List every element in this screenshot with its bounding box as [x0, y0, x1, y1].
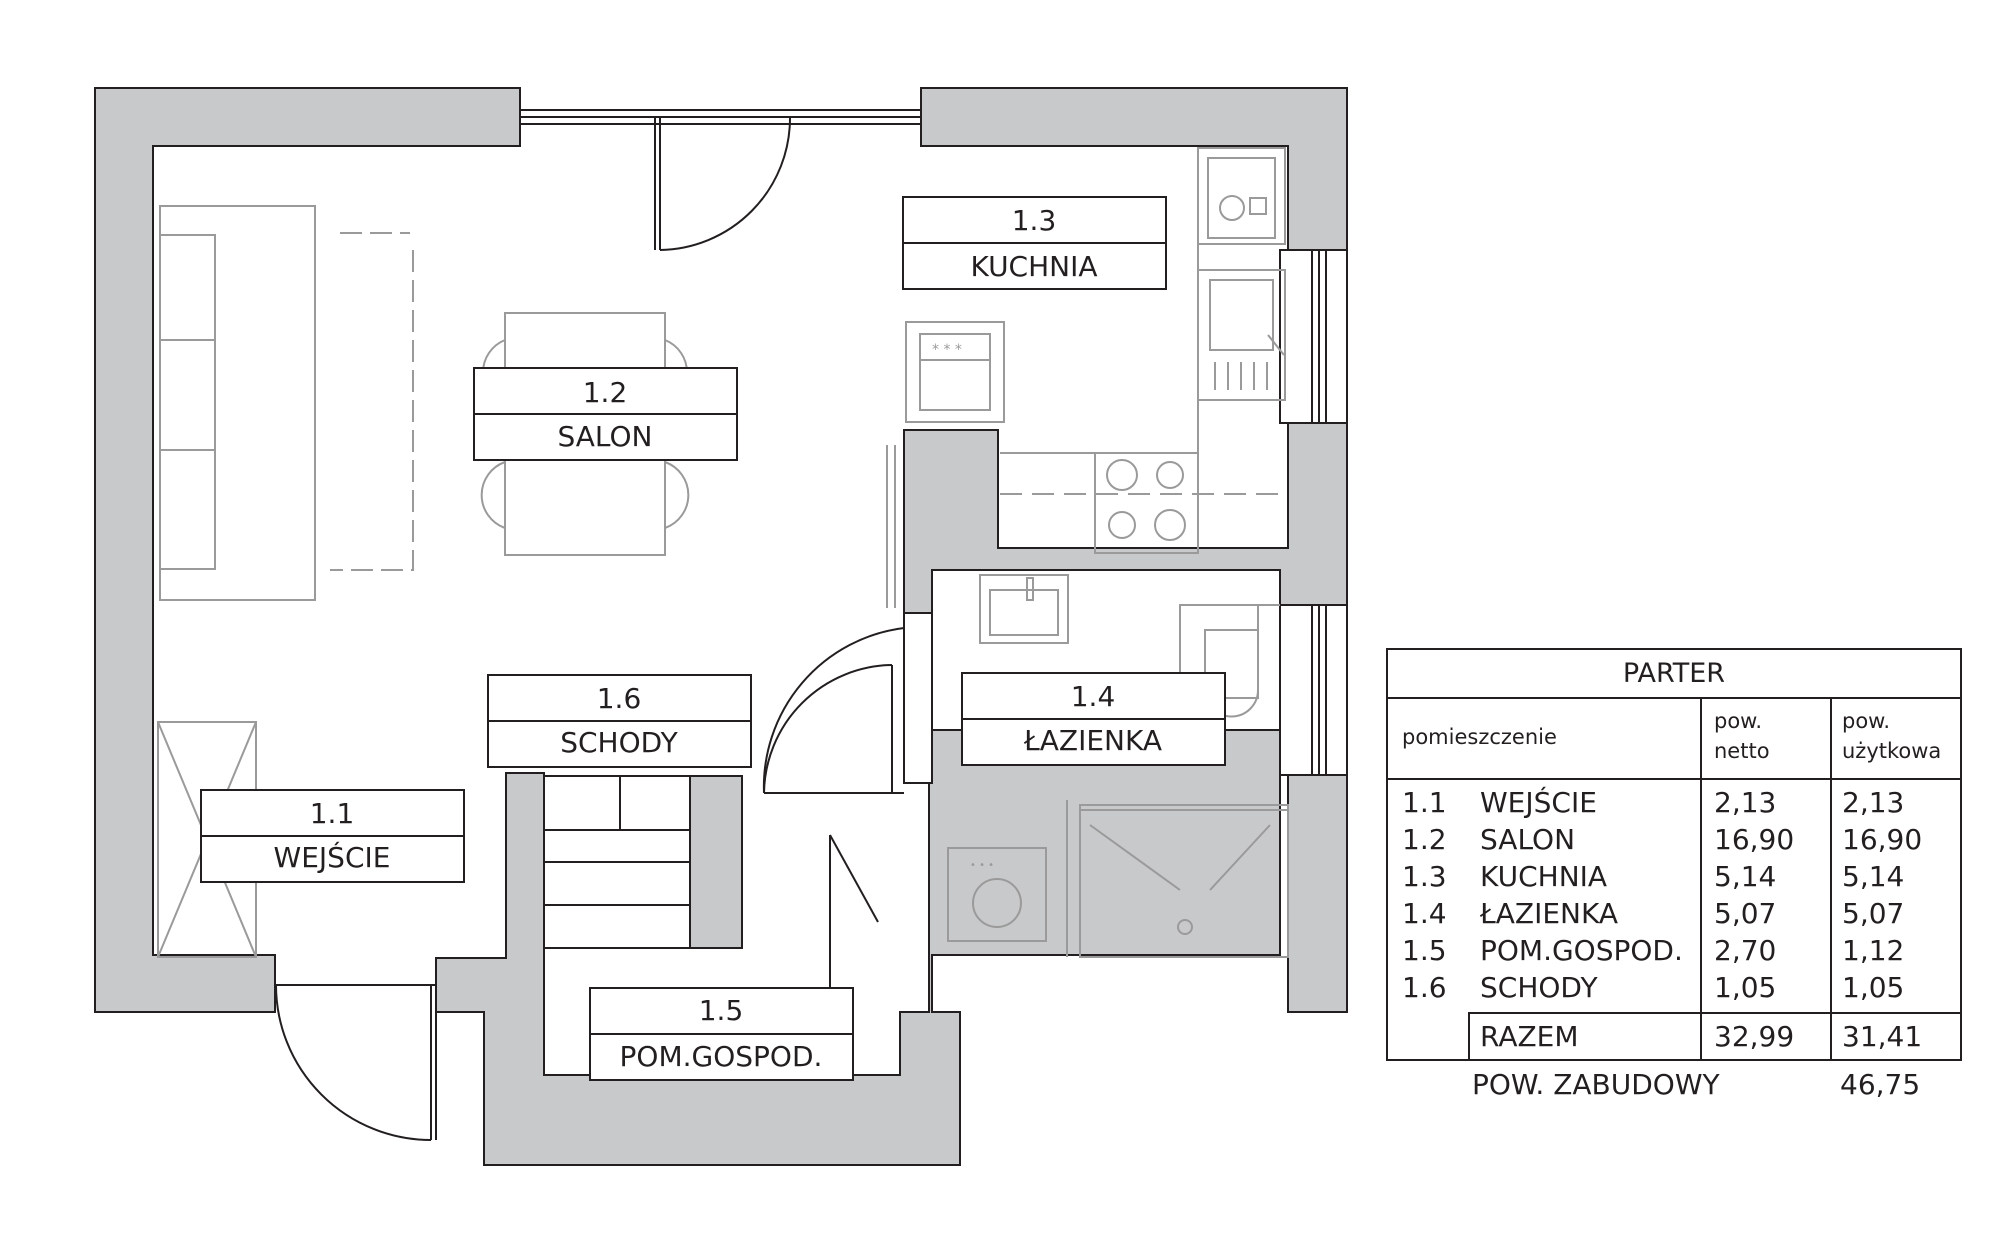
- room-number: 1.6: [597, 682, 642, 715]
- col-divider: [1468, 1012, 1470, 1061]
- stairs: [543, 775, 691, 949]
- doors: [275, 117, 905, 1141]
- area-table: PARTER pomieszczenie pow. netto pow. uży…: [1386, 648, 1962, 1061]
- built-area-label: POW. ZABUDOWY: [1472, 1068, 1720, 1101]
- room-label-1-5: 1.5 POM.GOSPOD.: [589, 987, 854, 1081]
- sofa: [159, 205, 316, 601]
- walls: [94, 87, 1348, 1166]
- room-name: POM.GOSPOD.: [620, 1040, 823, 1073]
- col-header-uzytkowa: pow. użytkowa: [1842, 709, 1942, 763]
- fridge: [905, 321, 1005, 423]
- sum-divider: [1468, 1012, 1962, 1014]
- room-number: 1.5: [699, 994, 744, 1027]
- room-name: SALON: [557, 420, 652, 453]
- svg-text:* * *: * * *: [932, 342, 962, 358]
- built-area-value: 46,75: [1840, 1068, 1921, 1101]
- col-divider: [1830, 697, 1832, 1061]
- room-name: WEJŚCIE: [274, 840, 391, 874]
- col-header-room: pomieszczenie: [1402, 725, 1557, 749]
- windows: [519, 109, 1327, 776]
- table-title: PARTER: [1388, 650, 1960, 699]
- svg-text:• • •: • • •: [970, 860, 994, 871]
- header-divider: [1388, 778, 1960, 780]
- col-divider: [1700, 697, 1702, 1061]
- room-label-1-4: 1.4 ŁAZIENKA: [961, 672, 1226, 766]
- shower: [1079, 804, 1289, 958]
- room-name: SCHODY: [560, 726, 678, 759]
- room-name: ŁAZIENKA: [1023, 724, 1162, 757]
- room-number: 1.3: [1012, 204, 1057, 237]
- cooktop: [1094, 452, 1199, 554]
- room-label-1-6: 1.6 SCHODY: [487, 674, 752, 768]
- room-label-1-2: 1.2 SALON: [473, 367, 738, 461]
- bathroom-sink: [979, 574, 1069, 644]
- washing-machine: [947, 847, 1047, 942]
- col-header-netto: pow. netto: [1714, 709, 1770, 763]
- dishwasher: [1197, 147, 1286, 245]
- room-number: 1.1: [310, 797, 355, 830]
- room-label-1-3: 1.3 KUCHNIA: [902, 196, 1167, 290]
- room-name: KUCHNIA: [970, 250, 1097, 283]
- room-label-1-1: 1.1 WEJŚCIE: [200, 789, 465, 883]
- room-number: 1.4: [1071, 680, 1116, 713]
- room-number: 1.2: [583, 376, 628, 409]
